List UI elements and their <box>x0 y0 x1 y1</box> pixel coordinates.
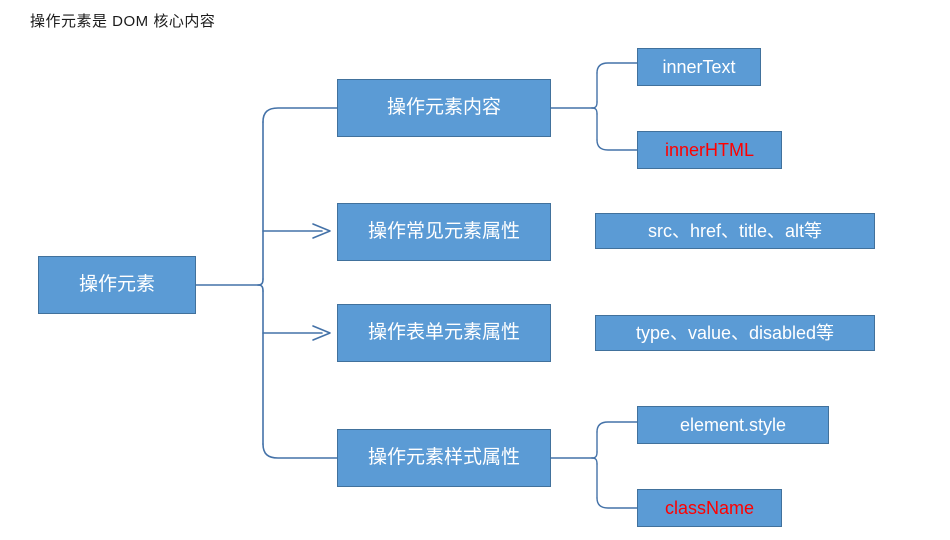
node-leaf-form-attributes[interactable]: type、value、disabled等 <box>595 315 875 351</box>
node-leaf-innerhtml[interactable]: innerHTML <box>637 131 782 169</box>
main-brace-connector <box>195 107 338 459</box>
node-branch-common-attributes[interactable]: 操作常见元素属性 <box>337 203 551 261</box>
node-root[interactable]: 操作元素 <box>38 256 196 314</box>
content-brace-connector <box>550 62 638 151</box>
node-branch-content[interactable]: 操作元素内容 <box>337 79 551 137</box>
page-title: 操作元素是 DOM 核心内容 <box>30 13 216 30</box>
node-leaf-classname[interactable]: className <box>637 489 782 527</box>
node-branch-style-attributes[interactable]: 操作元素样式属性 <box>337 429 551 487</box>
style-brace-connector <box>550 421 638 509</box>
node-branch-form-attributes[interactable]: 操作表单元素属性 <box>337 304 551 362</box>
node-leaf-element-style[interactable]: element.style <box>637 406 829 444</box>
node-leaf-common-attributes[interactable]: src、href、title、alt等 <box>595 213 875 249</box>
node-leaf-innertext[interactable]: innerText <box>637 48 761 86</box>
